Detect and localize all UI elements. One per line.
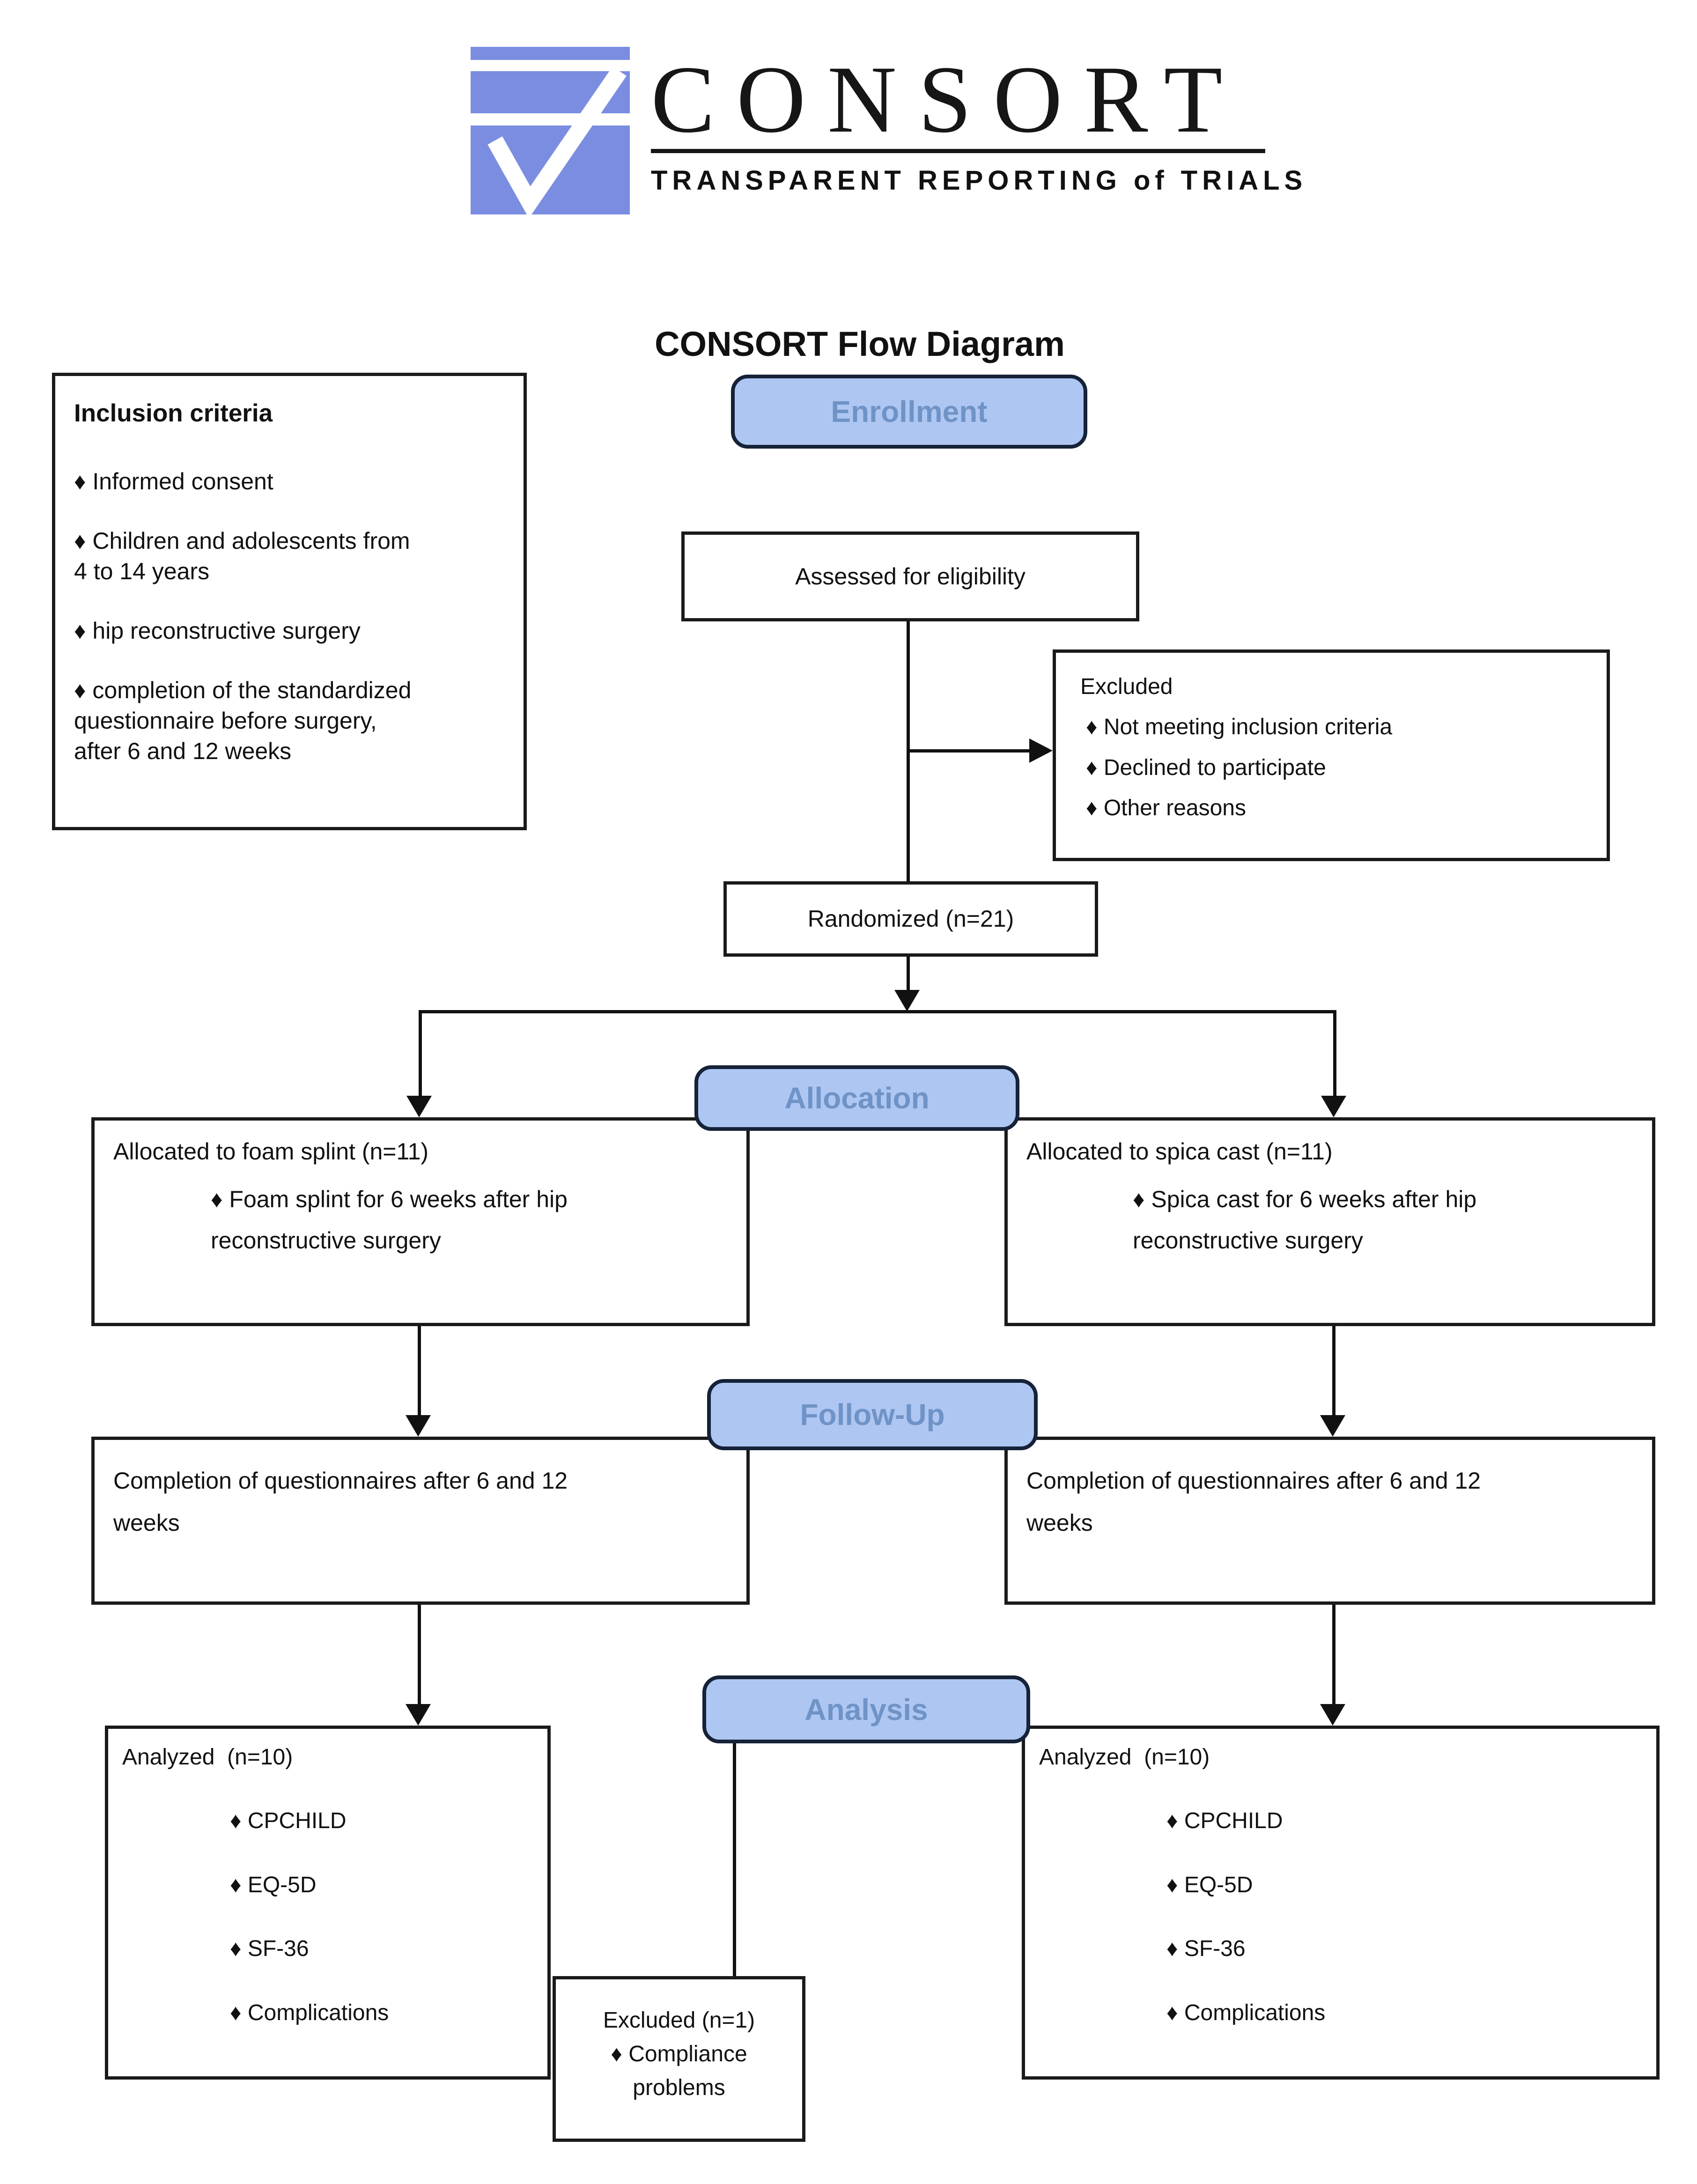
list-item: ♦ EQ-5D: [230, 1872, 317, 1897]
list-item: ♦ Other reasons: [1086, 796, 1246, 821]
list-item: ♦ EQ-5D: [1166, 1872, 1253, 1897]
list-item: ♦ Declined to participate: [1086, 755, 1326, 780]
assessed-for-eligibility-box: Assessed for eligibility: [681, 531, 1139, 621]
stage-label-followup: Follow-Up: [707, 1379, 1038, 1450]
allocation-line: Allocated to spica cast (n=11): [1026, 1138, 1333, 1165]
arrowhead-down-icon: [894, 990, 920, 1011]
logo-underline: [651, 149, 1265, 153]
connector-randomized-split: [907, 957, 910, 992]
arrowhead-down-icon: [406, 1704, 431, 1726]
consort-logo-icon: [471, 47, 630, 219]
list-item: ♦ SF-36: [1166, 1936, 1246, 1962]
logo-wordmark: CONSORT: [651, 46, 1244, 153]
excluded-box: Excluded ♦ Not meeting inclusion criteri…: [1053, 649, 1610, 861]
list-item: ♦ hip reconstructive surgery: [74, 617, 361, 644]
randomized-box: Randomized (n=21): [723, 881, 1098, 957]
page-title: CONSORT Flow Diagram: [655, 325, 1065, 363]
analyzed-title: Analyzed (n=10): [1039, 1745, 1210, 1770]
followup-foam-box: Completion of questionnaires after 6 and…: [91, 1437, 750, 1605]
inclusion-criteria-box: Inclusion criteria ♦ Informed consent ♦ …: [52, 373, 527, 830]
connector-alloc-followup-right: [1332, 1325, 1335, 1417]
list-item: ♦ Complications: [1166, 2000, 1326, 2025]
list-item: ♦ Informed consent: [74, 468, 273, 494]
stage-label-enrollment: Enrollment: [731, 375, 1087, 449]
arrowhead-down-icon: [406, 1096, 432, 1117]
analyzed-spica-box: Analyzed (n=10) ♦ CPCHILD ♦ EQ-5D ♦ SF-3…: [1022, 1726, 1660, 2080]
inclusion-title: Inclusion criteria: [74, 399, 273, 427]
stage-label-analysis: Analysis: [702, 1675, 1030, 1743]
excluded-title: Excluded: [1080, 674, 1173, 699]
stage-label-allocation: Allocation: [694, 1065, 1019, 1131]
list-item: ♦ CPCHILD: [1166, 1808, 1283, 1834]
list-item: ♦ completion of the standardized questio…: [74, 677, 412, 764]
excluded-analysis-box: Excluded (n=1) ♦ Compliance problems: [553, 1976, 805, 2142]
list-item: ♦ Children and adolescents from 4 to 14 …: [74, 527, 410, 584]
arrowhead-down-icon: [406, 1415, 431, 1437]
list-item: ♦ Complications: [230, 2000, 389, 2025]
connector-alloc-followup-left: [418, 1325, 421, 1417]
list-item: ♦ Foam splint for 6 weeks after hip reco…: [211, 1186, 568, 1254]
arrowhead-down-icon: [1320, 1704, 1345, 1726]
list-item: ♦ CPCHILD: [230, 1808, 347, 1834]
list-item: ♦ Not meeting inclusion criteria: [1086, 715, 1393, 740]
connector-followup-analyzed-right: [1332, 1605, 1335, 1705]
connector-to-excluded: [907, 749, 1032, 753]
followup-spica-box: Completion of questionnaires after 6 and…: [1004, 1437, 1655, 1605]
allocated-foam-splint-box: Allocated to foam splint (n=11) ♦ Foam s…: [91, 1117, 750, 1326]
list-item: ♦ SF-36: [230, 1936, 309, 1962]
connector-analysis-excluded: [733, 1742, 736, 1977]
allocated-spica-cast-box: Allocated to spica cast (n=11) ♦ Spica c…: [1004, 1117, 1655, 1326]
connector-split-right: [1333, 1010, 1336, 1097]
arrowhead-right-icon: [1029, 738, 1053, 763]
arrowhead-down-icon: [1321, 1096, 1346, 1117]
checkmark-icon: [471, 47, 630, 219]
arrowhead-down-icon: [1320, 1415, 1345, 1437]
connector-split-line: [419, 1010, 1336, 1013]
allocation-line: Allocated to foam splint (n=11): [113, 1138, 429, 1165]
analyzed-title: Analyzed (n=10): [122, 1745, 293, 1770]
connector-split-left: [419, 1010, 422, 1097]
analyzed-foam-box: Analyzed (n=10) ♦ CPCHILD ♦ EQ-5D ♦ SF-3…: [105, 1726, 551, 2080]
connector-followup-analyzed-left: [418, 1605, 421, 1705]
list-item: ♦ Spica cast for 6 weeks after hip recon…: [1133, 1186, 1477, 1254]
logo-tagline: TRANSPARENT REPORTING of TRIALS: [651, 165, 1307, 196]
